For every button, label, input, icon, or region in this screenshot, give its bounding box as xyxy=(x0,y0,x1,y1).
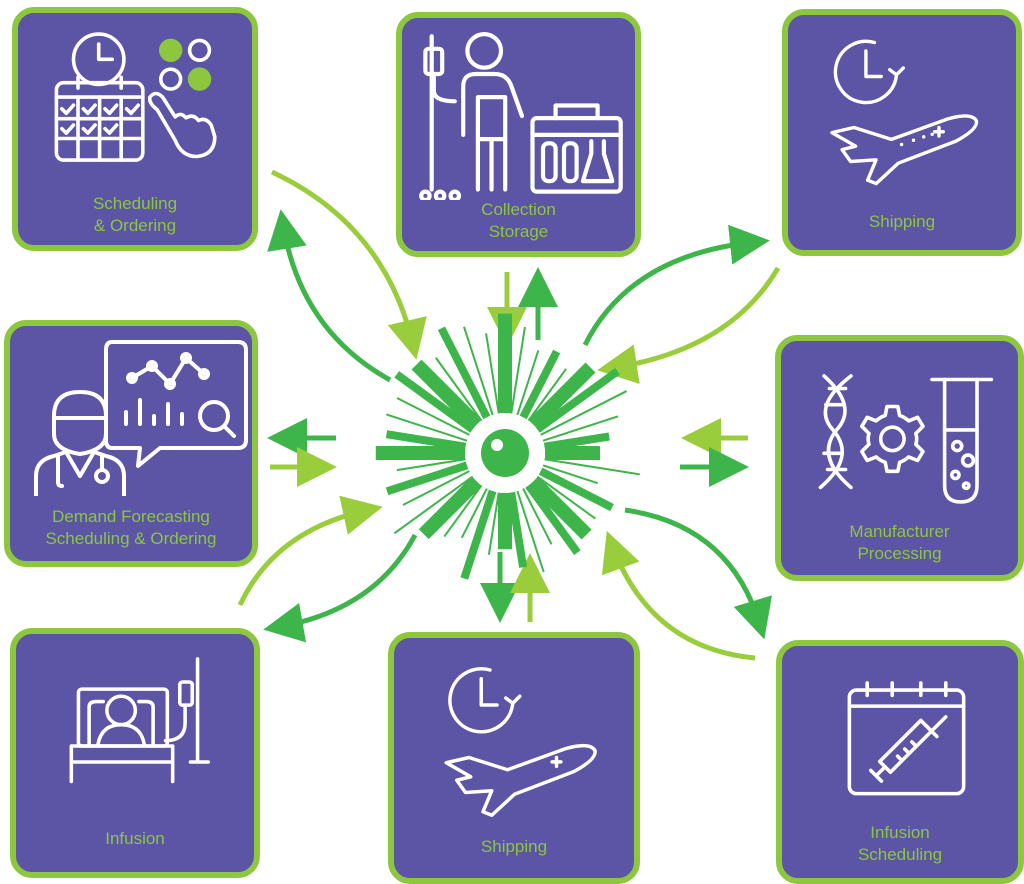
hub-ray xyxy=(528,476,592,540)
manufacturer-icon-group xyxy=(818,374,994,504)
scheduling-icon-group xyxy=(54,32,217,162)
hub-ray xyxy=(385,461,469,496)
hub-ray xyxy=(402,470,470,506)
clock-icon xyxy=(71,32,126,87)
tile-label: Collection Storage xyxy=(481,200,556,241)
hub-ray xyxy=(542,464,599,485)
arrow-to-scheduling xyxy=(267,209,392,383)
shipping-icon-group xyxy=(830,39,979,186)
tile-label: Scheduling & Ordering xyxy=(92,194,178,235)
tile-manufacturer-processing: Manufacturer Processing xyxy=(775,335,1024,581)
hub-ray xyxy=(516,490,545,573)
infusion-icon-group xyxy=(69,657,210,784)
test-tube-icon xyxy=(930,377,994,504)
hub-ray xyxy=(460,489,497,580)
tile-label: Infusion xyxy=(105,829,165,848)
hub-ray xyxy=(385,430,467,451)
tile-scheduling-ordering: Scheduling & Ordering xyxy=(12,7,258,251)
hub-ray xyxy=(522,488,553,545)
eye-burst-icon xyxy=(375,313,640,580)
hub-ray xyxy=(542,415,619,442)
cooler-box-icon xyxy=(530,103,623,194)
grid-dots-icon xyxy=(159,38,212,91)
hub-ray xyxy=(487,492,500,555)
hub-ray xyxy=(396,397,470,436)
arrow-from-infusion-scheduling xyxy=(601,530,756,661)
syringe-icon xyxy=(869,715,948,783)
hub-ray xyxy=(437,326,491,420)
arrow-to-infusion-scheduling xyxy=(624,507,772,640)
hub-ray xyxy=(393,475,474,535)
hub-ray xyxy=(507,491,528,568)
clock-icon xyxy=(448,667,522,734)
tile-label: Shipping xyxy=(868,212,936,231)
hub-ray xyxy=(527,368,567,422)
tile-shipping-bottom: Shipping xyxy=(388,632,640,884)
hub-ray xyxy=(543,432,610,451)
hub-ray xyxy=(516,350,540,416)
airplane-icon xyxy=(830,114,979,186)
dna-icon xyxy=(818,374,853,490)
tile-demand-forecasting: Demand Forecasting Scheduling & Ordering xyxy=(4,320,258,567)
tile-infusion: Infusion xyxy=(10,628,260,878)
pointing-hand-icon xyxy=(147,91,217,159)
hub-ray xyxy=(460,488,488,539)
arrow-from-infusion xyxy=(237,495,383,607)
tile-label: Shipping xyxy=(480,837,548,856)
hub-ray xyxy=(485,333,500,414)
hub-ray xyxy=(536,475,597,520)
hub-ray xyxy=(396,458,466,472)
hub-ray xyxy=(411,359,482,430)
infusion-scheduling-icon-group xyxy=(847,681,966,796)
arrow-to-shipping-top xyxy=(582,224,770,347)
airplane-icon xyxy=(444,743,597,817)
gear-icon xyxy=(860,404,925,474)
hub-ray xyxy=(463,326,494,416)
analytics-chart-icon xyxy=(104,340,248,468)
hub-ray xyxy=(528,362,596,430)
arrow-from-scheduling xyxy=(270,169,427,360)
hub-ray xyxy=(386,413,468,442)
arrow-from-shipping-top xyxy=(597,266,781,384)
tile-label: Demand Forecasting Scheduling & Ordering xyxy=(45,507,217,548)
hub-ray xyxy=(510,326,526,414)
hub-ray xyxy=(540,390,628,436)
hub-ray xyxy=(538,467,614,512)
calendar-icon xyxy=(847,681,966,796)
tile-infusion-scheduling: Infusion Scheduling xyxy=(776,640,1024,884)
calendar-icon xyxy=(54,75,145,162)
hub-ray xyxy=(443,484,483,538)
hub-ray xyxy=(394,371,475,433)
hub-ray xyxy=(519,349,561,420)
hub-ray xyxy=(525,483,581,556)
tile-shipping-top: Shipping xyxy=(782,9,1022,256)
hub-eye xyxy=(481,429,529,477)
arrow-to-infusion xyxy=(263,533,418,643)
doctor-icon xyxy=(34,390,126,496)
demand-icon-group xyxy=(34,340,248,496)
hub-ray xyxy=(435,357,483,422)
patient-bed-iv-icon xyxy=(69,657,210,784)
shipping-icon-group xyxy=(444,667,597,817)
clock-icon xyxy=(833,39,905,105)
iv-drip-patient-icon xyxy=(419,32,525,200)
hub-ray xyxy=(535,367,620,433)
tile-label: Manufacturer Processing xyxy=(849,522,950,563)
hub-ray xyxy=(418,476,482,540)
hub-glint xyxy=(491,439,503,451)
tile-collection-storage: Collection Storage xyxy=(396,12,641,257)
tile-label: Infusion Scheduling xyxy=(857,823,943,864)
collection-icon-group xyxy=(419,32,623,200)
hub-ray xyxy=(544,458,640,476)
